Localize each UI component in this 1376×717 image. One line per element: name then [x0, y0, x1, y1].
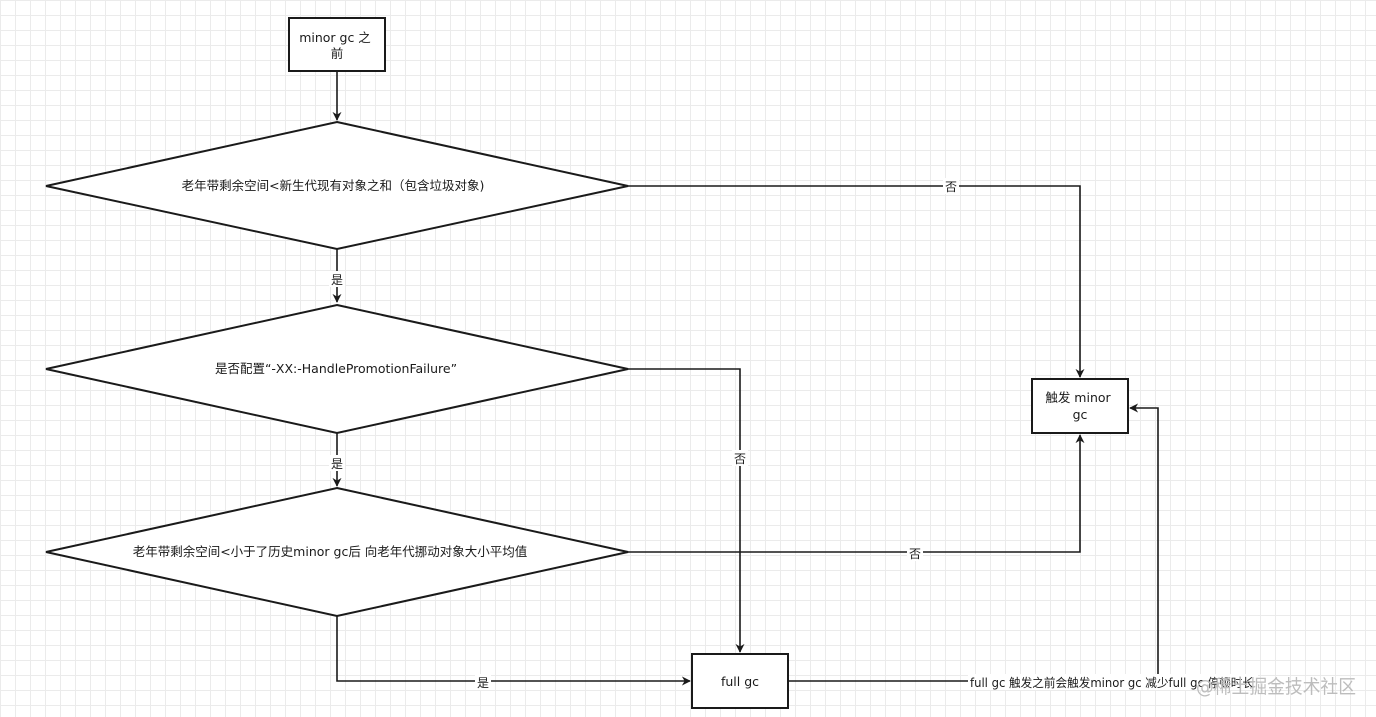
label-cond2-no: 否 — [734, 452, 746, 466]
condition-old-gen-vs-avg-promotion: 老年带剩余空间<小于了历史minor gc后 向老年代挪动对象大小平均值 — [45, 486, 629, 618]
full-gc-text: full gc — [721, 674, 759, 689]
edge-cond1-no — [628, 185, 1085, 378]
label-cond1-no: 否 — [945, 180, 957, 194]
label-full-to-minor: full gc 触发之前会触发minor gc 减少full gc 停顿时长 — [970, 675, 1254, 690]
condition-1-text: 老年带剩余空间<新生代现有对象之和（包含垃圾对象) — [182, 178, 485, 193]
condition-2-text: 是否配置“-XX:-HandlePromotionFailure” — [215, 361, 457, 376]
svg-text:minor gc 之 前: minor gc 之 前 — [299, 30, 375, 61]
minor-node-line-2: gc — [1073, 407, 1088, 422]
label-cond3-no: 否 — [909, 547, 921, 561]
start-node-line-2: 前 — [331, 46, 344, 61]
watermark: @稀土掘金技术社区 — [1196, 676, 1356, 698]
edge-labels: 是 否 是 否 否 是 full gc 触发之前会触发minor gc 减少fu… — [329, 178, 1258, 690]
label-cond3-yes: 是 — [477, 676, 489, 690]
start-node-line-1: minor gc 之 — [299, 30, 371, 45]
label-cond2-yes: 是 — [331, 457, 343, 471]
condition-3-text: 老年带剩余空间<小于了历史minor gc后 向老年代挪动对象大小平均值 — [133, 544, 528, 559]
edge-full-to-minor — [789, 403, 1159, 682]
edge-cond3-yes — [336, 616, 691, 686]
start-node: minor gc 之 前 — [288, 17, 386, 72]
condition-old-gen-space-vs-young-gen: 老年带剩余空间<新生代现有对象之和（包含垃圾对象) — [45, 120, 629, 251]
label-cond1-yes: 是 — [331, 273, 343, 287]
edge-cond3-no — [628, 434, 1085, 553]
trigger-minor-gc-node: 触发 minor gc — [1031, 378, 1129, 434]
edge-cond2-no — [628, 368, 745, 653]
full-gc-node: full gc — [691, 653, 789, 709]
minor-node-line-1: 触发 minor — [1045, 390, 1111, 405]
svg-text:触发 minor gc: 触发 minor gc — [1045, 390, 1114, 422]
edges — [332, 72, 1159, 686]
condition-handle-promotion-failure: 是否配置“-XX:-HandlePromotionFailure” — [45, 303, 629, 435]
